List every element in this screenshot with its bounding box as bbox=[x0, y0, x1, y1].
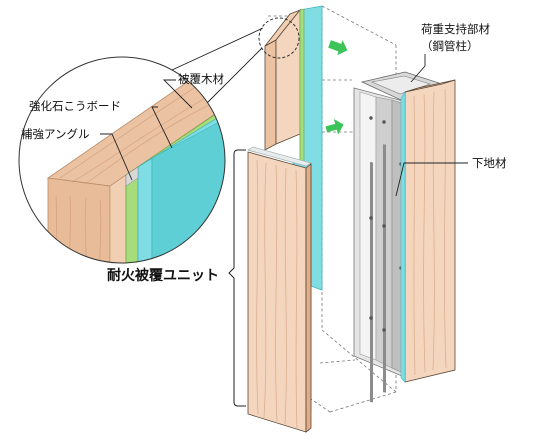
assembly-arrow-lower bbox=[325, 119, 344, 135]
leader-lines bbox=[100, 54, 468, 197]
assembly-arrow-upper bbox=[328, 40, 348, 56]
right-cover-panel bbox=[400, 79, 456, 383]
zoom-source-circle bbox=[258, 17, 300, 59]
label-fire-unit: 耐火被覆ユニット bbox=[107, 267, 219, 284]
label-cover-wood: 被覆木材 bbox=[178, 72, 224, 86]
unit-bracket bbox=[228, 149, 246, 407]
label-reinforcing-angle: 補強アングル bbox=[21, 127, 90, 141]
zoom-connector-top bbox=[171, 27, 264, 71]
fire-resistant-unit bbox=[247, 146, 312, 433]
label-load-column-sub: （鋼管柱） bbox=[421, 39, 479, 53]
label-load-column: 荷重支持部材 bbox=[421, 22, 490, 36]
zoom-connector-bottom bbox=[204, 47, 263, 106]
label-gypsum-board: 強化石こうボード bbox=[29, 99, 121, 113]
detail-zoom-circle bbox=[18, 56, 226, 264]
label-substrate: 下地材 bbox=[472, 156, 507, 170]
steel-column bbox=[353, 71, 444, 403]
